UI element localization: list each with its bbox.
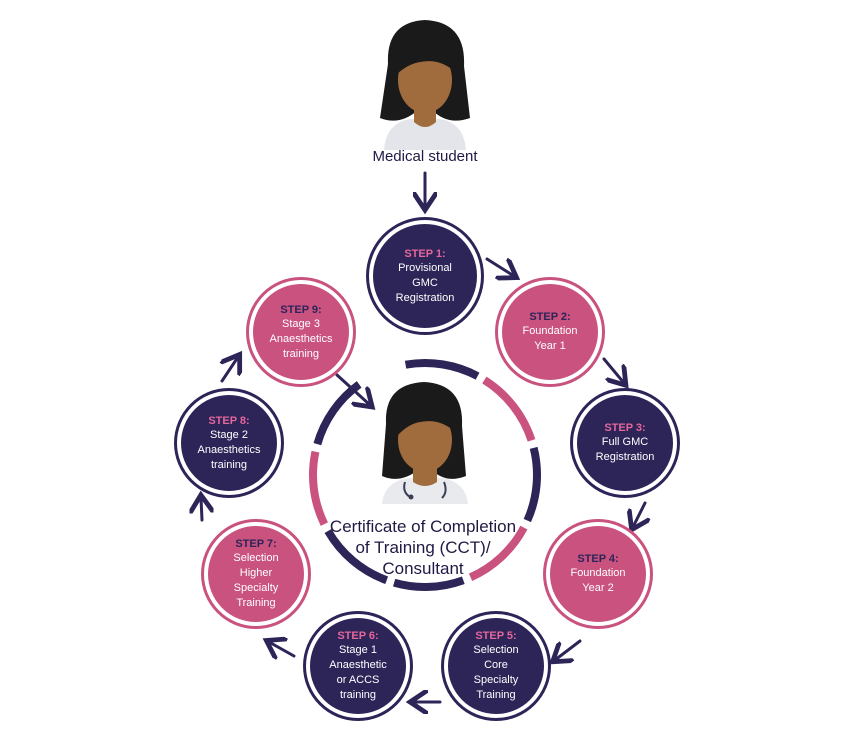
step-2-node: STEP 2: Foundation Year 1 (498, 280, 602, 384)
step-4-line-2: Year 2 (582, 582, 614, 594)
step-7-number: STEP 7: (235, 538, 277, 550)
step-5-number: STEP 5: (475, 630, 517, 642)
step-8-line-3: training (210, 458, 248, 471)
step-7-node: STEP 7: Selection Higher Specialty Train… (204, 522, 308, 626)
cct-label-line-1: Certificate of Completion (329, 517, 517, 536)
step-4-text: Foundation Year 2 (556, 566, 639, 596)
arrow-step1-to-step2 (485, 257, 514, 276)
step-1-line-3: Registration (395, 291, 455, 304)
step-7-text: Selection Higher Specialty Training (208, 551, 304, 611)
step-5-text: Selection Core Specialty Training (448, 643, 544, 703)
step-6-node: STEP 6: Stage 1 Anaesthetic or ACCS trai… (306, 614, 410, 718)
step-9-line-3: training (282, 347, 320, 360)
arrow-step7-to-step8 (201, 498, 202, 522)
medical-student-label: Medical student (372, 148, 478, 165)
step-5-line-1: Selection (473, 644, 519, 656)
ring-segment (404, 359, 480, 380)
step-6-text: Stage 1 Anaesthetic or ACCS training (315, 643, 400, 703)
arrow-step3-to-step4 (633, 501, 645, 527)
arrow-step6-to-step7 (269, 642, 296, 656)
step-1-number: STEP 1: (404, 247, 446, 260)
step-3-node: STEP 3: Full GMC Registration (573, 391, 677, 495)
step-8-line-1: Stage 2 (210, 428, 248, 441)
consultant-avatar-icon (382, 382, 468, 504)
step-1-line-1: Provisional (398, 261, 452, 274)
ring-segment (393, 576, 465, 591)
ring-segment (324, 528, 389, 585)
step-8-node: STEP 8: Stage 2 Anaesthetics training (177, 391, 281, 495)
step-2-text: Foundation Year 1 (508, 324, 591, 354)
arrow-step8-to-step9 (222, 357, 238, 383)
step-9-line-1: Stage 3 (282, 317, 320, 330)
cct-label-line-3: Consultant (382, 559, 464, 578)
step-3-text: Full GMC Registration (582, 435, 669, 465)
arrow-step9-to-center (335, 373, 370, 405)
arrow-step4-to-step5 (555, 639, 582, 660)
step-2-line-2: Year 1 (534, 340, 566, 352)
step-4-line-1: Foundation (570, 567, 626, 579)
step-6-line-4: training (339, 689, 377, 701)
flow-arrows (201, 171, 645, 702)
ring-segment (468, 525, 528, 581)
cct-consultant-label: Certificate of Completion of Training (C… (318, 516, 528, 579)
step-3-line-2: Registration (595, 451, 655, 463)
step-2-line-1: Foundation (522, 325, 578, 337)
step-9-line-2: Anaesthetics (269, 332, 333, 345)
step-5-line-2: Core Specialty (473, 659, 519, 686)
ring-segment (309, 450, 328, 526)
ring-segment (482, 376, 536, 442)
step-4-node: STEP 4: Foundation Year 2 (546, 522, 650, 626)
step-8-line-2: Anaesthetics (197, 443, 261, 456)
step-4-number: STEP 4: (577, 553, 619, 565)
step-6-line-1: Stage 1 (339, 644, 377, 656)
center-ring (309, 359, 541, 591)
step-1-line-2: GMC (412, 276, 438, 289)
step-9-number: STEP 9: (280, 303, 322, 316)
step-6-line-3: or ACCS (336, 674, 380, 686)
ring-segment (313, 381, 362, 446)
step-8-number: STEP 8: (208, 414, 250, 427)
step-5-line-3: Training (476, 689, 516, 701)
step-2-number: STEP 2: (529, 311, 571, 323)
step-9-node: STEP 9: Stage 3 Anaesthetics training (249, 280, 353, 384)
arrow-step2-to-step3 (602, 357, 624, 383)
step-1-node: STEP 1: Provisional GMC Registration (369, 220, 481, 332)
step-6-line-2: Anaesthetic (329, 659, 387, 671)
step-8-text: Stage 2 Anaesthetics training (184, 428, 275, 473)
step-1-text: Provisional GMC Registration (382, 261, 469, 306)
step-9-text: Stage 3 Anaesthetics training (256, 317, 347, 362)
step-7-line-1: Selection (233, 552, 279, 564)
step-3-line-1: Full GMC (601, 436, 649, 448)
cct-label-line-2: of Training (CCT)/ (355, 538, 491, 557)
step-7-line-3: Training (236, 597, 276, 609)
step-3-number: STEP 3: (604, 422, 646, 434)
step-5-node: STEP 5: Selection Core Specialty Trainin… (444, 614, 548, 718)
step-7-line-2: Higher Specialty (233, 567, 279, 594)
medical-student-avatar-icon (380, 20, 470, 150)
ring-segment (523, 446, 541, 523)
step-6-number: STEP 6: (337, 630, 379, 642)
